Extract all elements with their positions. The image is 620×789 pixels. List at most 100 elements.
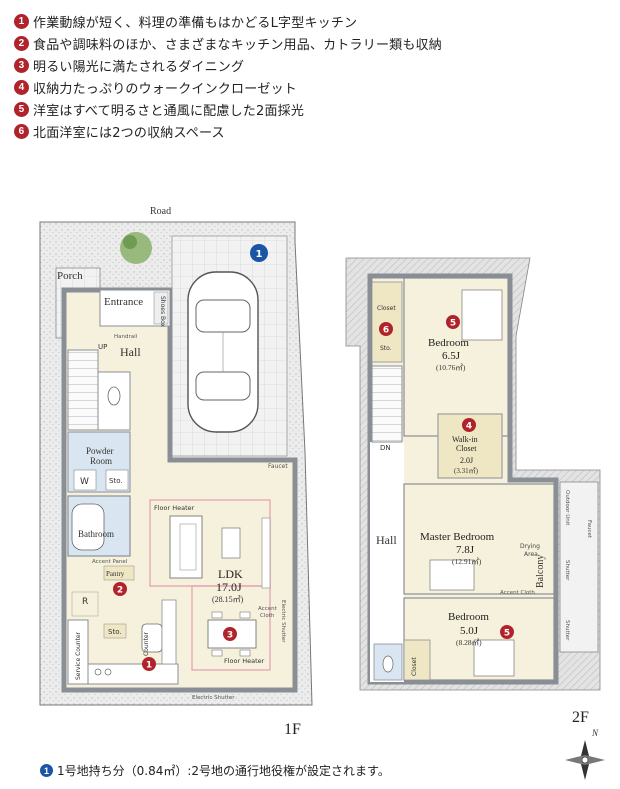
bedroom-north-area: (10.76㎡) [436,363,466,372]
counter-label: Counter [143,631,150,656]
ldk-area: (28.15㎡) [212,595,244,604]
walk-in-closet-size: 2.0J [460,456,473,465]
pin-5b [500,625,514,639]
toilet-icon [107,386,121,406]
floor-2f: DN Hall Closet Sto. Bedroom 6.5J (10.76㎡… [345,257,605,780]
stove-icon [104,668,112,676]
pin-2 [113,582,127,596]
footnote: 1 1号地持ち分（0.84㎡）:2号地の通行地役権が設定されます。 [40,762,390,779]
shoes-box-label: Shoes Box [159,296,166,328]
feature-text: 作業動線が短く、料理の準備もはかどるL字型キッチン [33,15,358,31]
storage-box [105,469,129,491]
pin-5a-number: 5 [450,319,456,329]
stove-icon [94,668,102,676]
up-label: UP [98,343,107,351]
dn-label: DN [380,444,391,452]
coffee-table-icon [221,527,241,559]
pin-6 [379,322,393,336]
lot-marker [250,244,268,262]
porch-label: Porch [57,270,83,282]
master-bedroom-size: 7.8J [456,544,475,556]
pin-6-number: 6 [383,326,389,336]
number-badge: 1 [40,764,53,777]
floor-heater-label-top: Floor Heater [154,504,195,512]
faucet-label-2f: Faucet [586,520,592,539]
feature-text: 収納力たっぷりのウォークインクローゼット [33,81,298,97]
pin-4 [462,418,476,432]
ldk-size: 17.0J [216,580,242,594]
balcony-label: Balcony [535,555,546,588]
walk-in-closet-area: (3.31㎡) [454,467,479,475]
pin-5b-number: 5 [504,629,510,639]
bed-icon [473,639,515,677]
bathroom-label: Bathroom [78,529,114,539]
tv-board-icon [261,517,271,589]
service-counter [67,619,89,685]
number-badge: 2 [14,35,29,51]
closet-south-label: Closet [411,657,418,676]
stairs-2f [371,365,403,443]
stairs-1f [67,349,99,431]
number-badge: 4 [14,79,29,95]
car-icon [187,271,259,433]
hall-2f [370,442,404,682]
bed-icon [461,289,503,341]
feature-text: 食品や調味料のほか、さまざまなキッチン用品、カトラリー類も収納 [33,37,442,53]
shutter-label-1: Shutter [564,560,570,581]
closet-south [403,639,431,681]
washer-space [73,469,97,491]
bedroom-north-size: 6.5J [442,350,461,362]
bed-icon [429,559,475,591]
feature-text: 明るい陽光に満たされるダイニング [33,59,245,75]
ldk-name: LDK [218,567,243,581]
bedroom-south-name: Bedroom [448,611,489,623]
pin-2-number: 2 [117,586,123,596]
toilet-icon [382,655,394,673]
bedroom-north-name: Bedroom [428,337,469,349]
pin-4-number: 4 [466,422,472,432]
accent-panel-label: Accent Panel [92,559,128,565]
footnote-text: 1号地持ち分（0.84㎡）:2号地の通行地役権が設定されます。 [57,764,390,778]
pin-3 [223,627,237,641]
road-label: Road [150,206,171,217]
tree-icon [123,235,137,249]
refrigerator-label: R [82,597,88,607]
pin-1-number: 1 [146,661,152,671]
master-bedroom [403,483,555,595]
bedroom-south-area: (8.28㎡) [456,638,482,647]
shutter-label-2: Shutter [564,620,570,641]
feature-text: 洋室はすべて明るさと通風に配慮した2面採光 [33,103,305,119]
bathtub-icon [71,503,105,551]
shoes-box [153,291,169,325]
entrance-label: Entrance [104,296,143,308]
closet-label: Closet [377,305,396,312]
pin-3-number: 3 [227,631,233,641]
pin-1 [142,657,156,671]
island-counter [161,599,177,665]
sto-label-2f: Sto. [380,345,392,352]
master-bedroom-name: Master Bedroom [420,531,495,543]
tree-icon [120,232,152,264]
pin-5a [446,315,460,329]
kitchen-counter [87,663,179,685]
number-badge: 6 [14,123,29,139]
kitchen-storage-label: Sto. [108,628,122,636]
sofa-icon [169,515,203,579]
number-badge: 3 [14,57,29,73]
feature-text: 北面洋室には2つの収納スペース [33,125,225,141]
pantry-label: Pantry [106,570,125,578]
electric-shutter-bottom-label: Electric Shutter [192,695,235,701]
service-counter-label: Service Counter [75,631,82,680]
closet-north [371,281,403,363]
outdoor-unit-label: Outdoor Unit [564,490,570,526]
faucet-label-1f: Faucet [268,463,288,470]
hall-label-1f: Hall [120,345,141,359]
